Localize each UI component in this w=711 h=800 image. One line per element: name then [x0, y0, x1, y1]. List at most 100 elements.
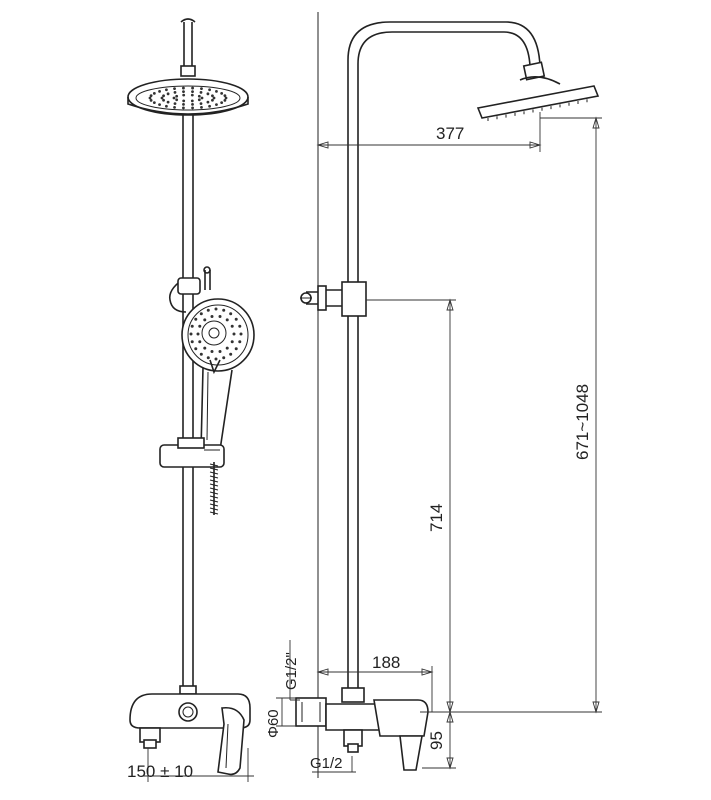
nozzle-dot	[200, 96, 204, 100]
hose-coil	[209, 503, 219, 507]
nozzle-dot	[234, 347, 238, 351]
side-rain-head	[476, 76, 600, 121]
hose-coil	[209, 495, 219, 499]
nozzle-dot	[182, 106, 185, 110]
hose-coil	[209, 471, 219, 475]
nozzle-dot	[158, 103, 161, 107]
hose-coil	[209, 511, 219, 515]
dim-holder-height-label: 714	[427, 504, 446, 532]
front-hand-shower-nozzles	[189, 307, 243, 361]
nozzle-dot	[220, 91, 224, 95]
nozzle-dot	[232, 332, 236, 336]
front-slide-holder	[159, 437, 225, 468]
nozzle-dot	[199, 312, 203, 316]
nozzle-dot	[203, 346, 207, 350]
nozzle-dot	[229, 352, 233, 356]
nozzle-dot	[190, 324, 194, 328]
nozzle-dot	[200, 105, 203, 109]
nozzle-dot	[196, 332, 200, 336]
nozzle-dot	[191, 106, 194, 110]
nozzle-dot	[199, 102, 203, 106]
nozzle-dot	[166, 100, 170, 104]
nozzle-dot	[173, 102, 177, 106]
nozzle-dot	[175, 98, 179, 102]
nozzle-dot	[175, 94, 179, 98]
nozzle-dot	[229, 312, 233, 316]
hose-coil	[209, 467, 219, 471]
nozzle-dot	[212, 96, 216, 100]
hose-coil	[209, 487, 219, 491]
nozzle-dot	[230, 324, 234, 328]
dim-spout-height-label: 95	[427, 731, 446, 750]
nozzle-dot	[206, 100, 210, 104]
nozzle-dot	[162, 98, 165, 102]
nozzle-dot	[198, 324, 202, 328]
nozzle-dot	[191, 103, 194, 106]
nozzle-dot	[222, 356, 226, 360]
side-wall-bracket	[300, 281, 367, 317]
nozzle-dot	[218, 350, 222, 354]
hose-coil	[209, 499, 219, 503]
nozzle-dot	[173, 90, 177, 94]
nozzle-dot	[234, 317, 238, 321]
nozzle-dot	[199, 352, 203, 356]
nozzle-dot	[199, 90, 203, 94]
nozzle-dot	[172, 96, 176, 100]
nozzle-dot	[238, 340, 242, 344]
nozzle-dot	[206, 356, 210, 360]
nozzle-dot	[208, 104, 211, 108]
nozzle-dot	[210, 314, 214, 318]
nozzle-dot	[162, 94, 165, 98]
nozzle-dot	[211, 98, 214, 102]
nozzle-dot	[194, 347, 198, 351]
nozzle-dot	[152, 91, 156, 95]
dim-column-height: 671~1048	[420, 116, 602, 714]
hose-coil	[209, 479, 219, 483]
nozzle-dot	[210, 350, 214, 354]
nozzle-dot	[189, 332, 193, 336]
nozzle-dot	[182, 93, 186, 97]
front-riser-top	[180, 18, 196, 77]
nozzle-dot	[173, 105, 176, 109]
dim-outlet-thread: G1/2	[310, 755, 356, 773]
nozzle-dot	[214, 357, 218, 361]
dim-mount-diameter-label: Φ60	[265, 709, 282, 738]
hose-coil	[209, 463, 219, 467]
nozzle-dot	[223, 98, 227, 102]
front-slide-bracket	[168, 266, 211, 313]
nozzle-dot	[190, 93, 194, 97]
nozzle-dot	[173, 87, 176, 91]
side-view: 377 671~1048 714 188 95 G1/	[265, 12, 602, 778]
front-view: 150 ± 10	[127, 18, 255, 782]
hose-coil	[209, 475, 219, 479]
nozzle-dot	[148, 96, 152, 100]
nozzle-dot	[222, 308, 226, 312]
nozzle-dot	[149, 94, 153, 98]
nozzle-dot	[200, 87, 203, 91]
nozzle-dot	[194, 317, 198, 321]
nozzle-dot	[206, 92, 210, 96]
dim-column-height-label: 671~1048	[573, 384, 592, 460]
nozzle-dot	[215, 103, 218, 107]
nozzle-dot	[191, 86, 194, 90]
front-hose	[209, 462, 219, 515]
hose-coil	[209, 507, 219, 511]
nozzle-dot	[225, 318, 229, 322]
nozzle-dot	[215, 89, 218, 93]
nozzle-dot	[166, 92, 170, 96]
dim-holder-height: 714	[366, 298, 456, 714]
side-mixer	[295, 687, 429, 771]
nozzle-dot	[223, 94, 227, 98]
dim-spout-offset-label: 188	[372, 653, 400, 672]
nozzle-dot	[211, 94, 214, 98]
dim-head-offset: 377	[316, 112, 542, 152]
nozzle-dot	[197, 98, 201, 102]
nozzle-dot	[214, 307, 218, 311]
dim-inlet-spacing: 150 ± 10	[127, 748, 254, 782]
dim-spout-offset: 188	[316, 653, 434, 712]
dim-inlet-thread-label: G1/2"	[283, 652, 300, 690]
nozzle-dot	[165, 88, 168, 92]
front-column	[182, 115, 194, 690]
dim-inlet-spacing-label: 150 ± 10	[127, 762, 193, 781]
